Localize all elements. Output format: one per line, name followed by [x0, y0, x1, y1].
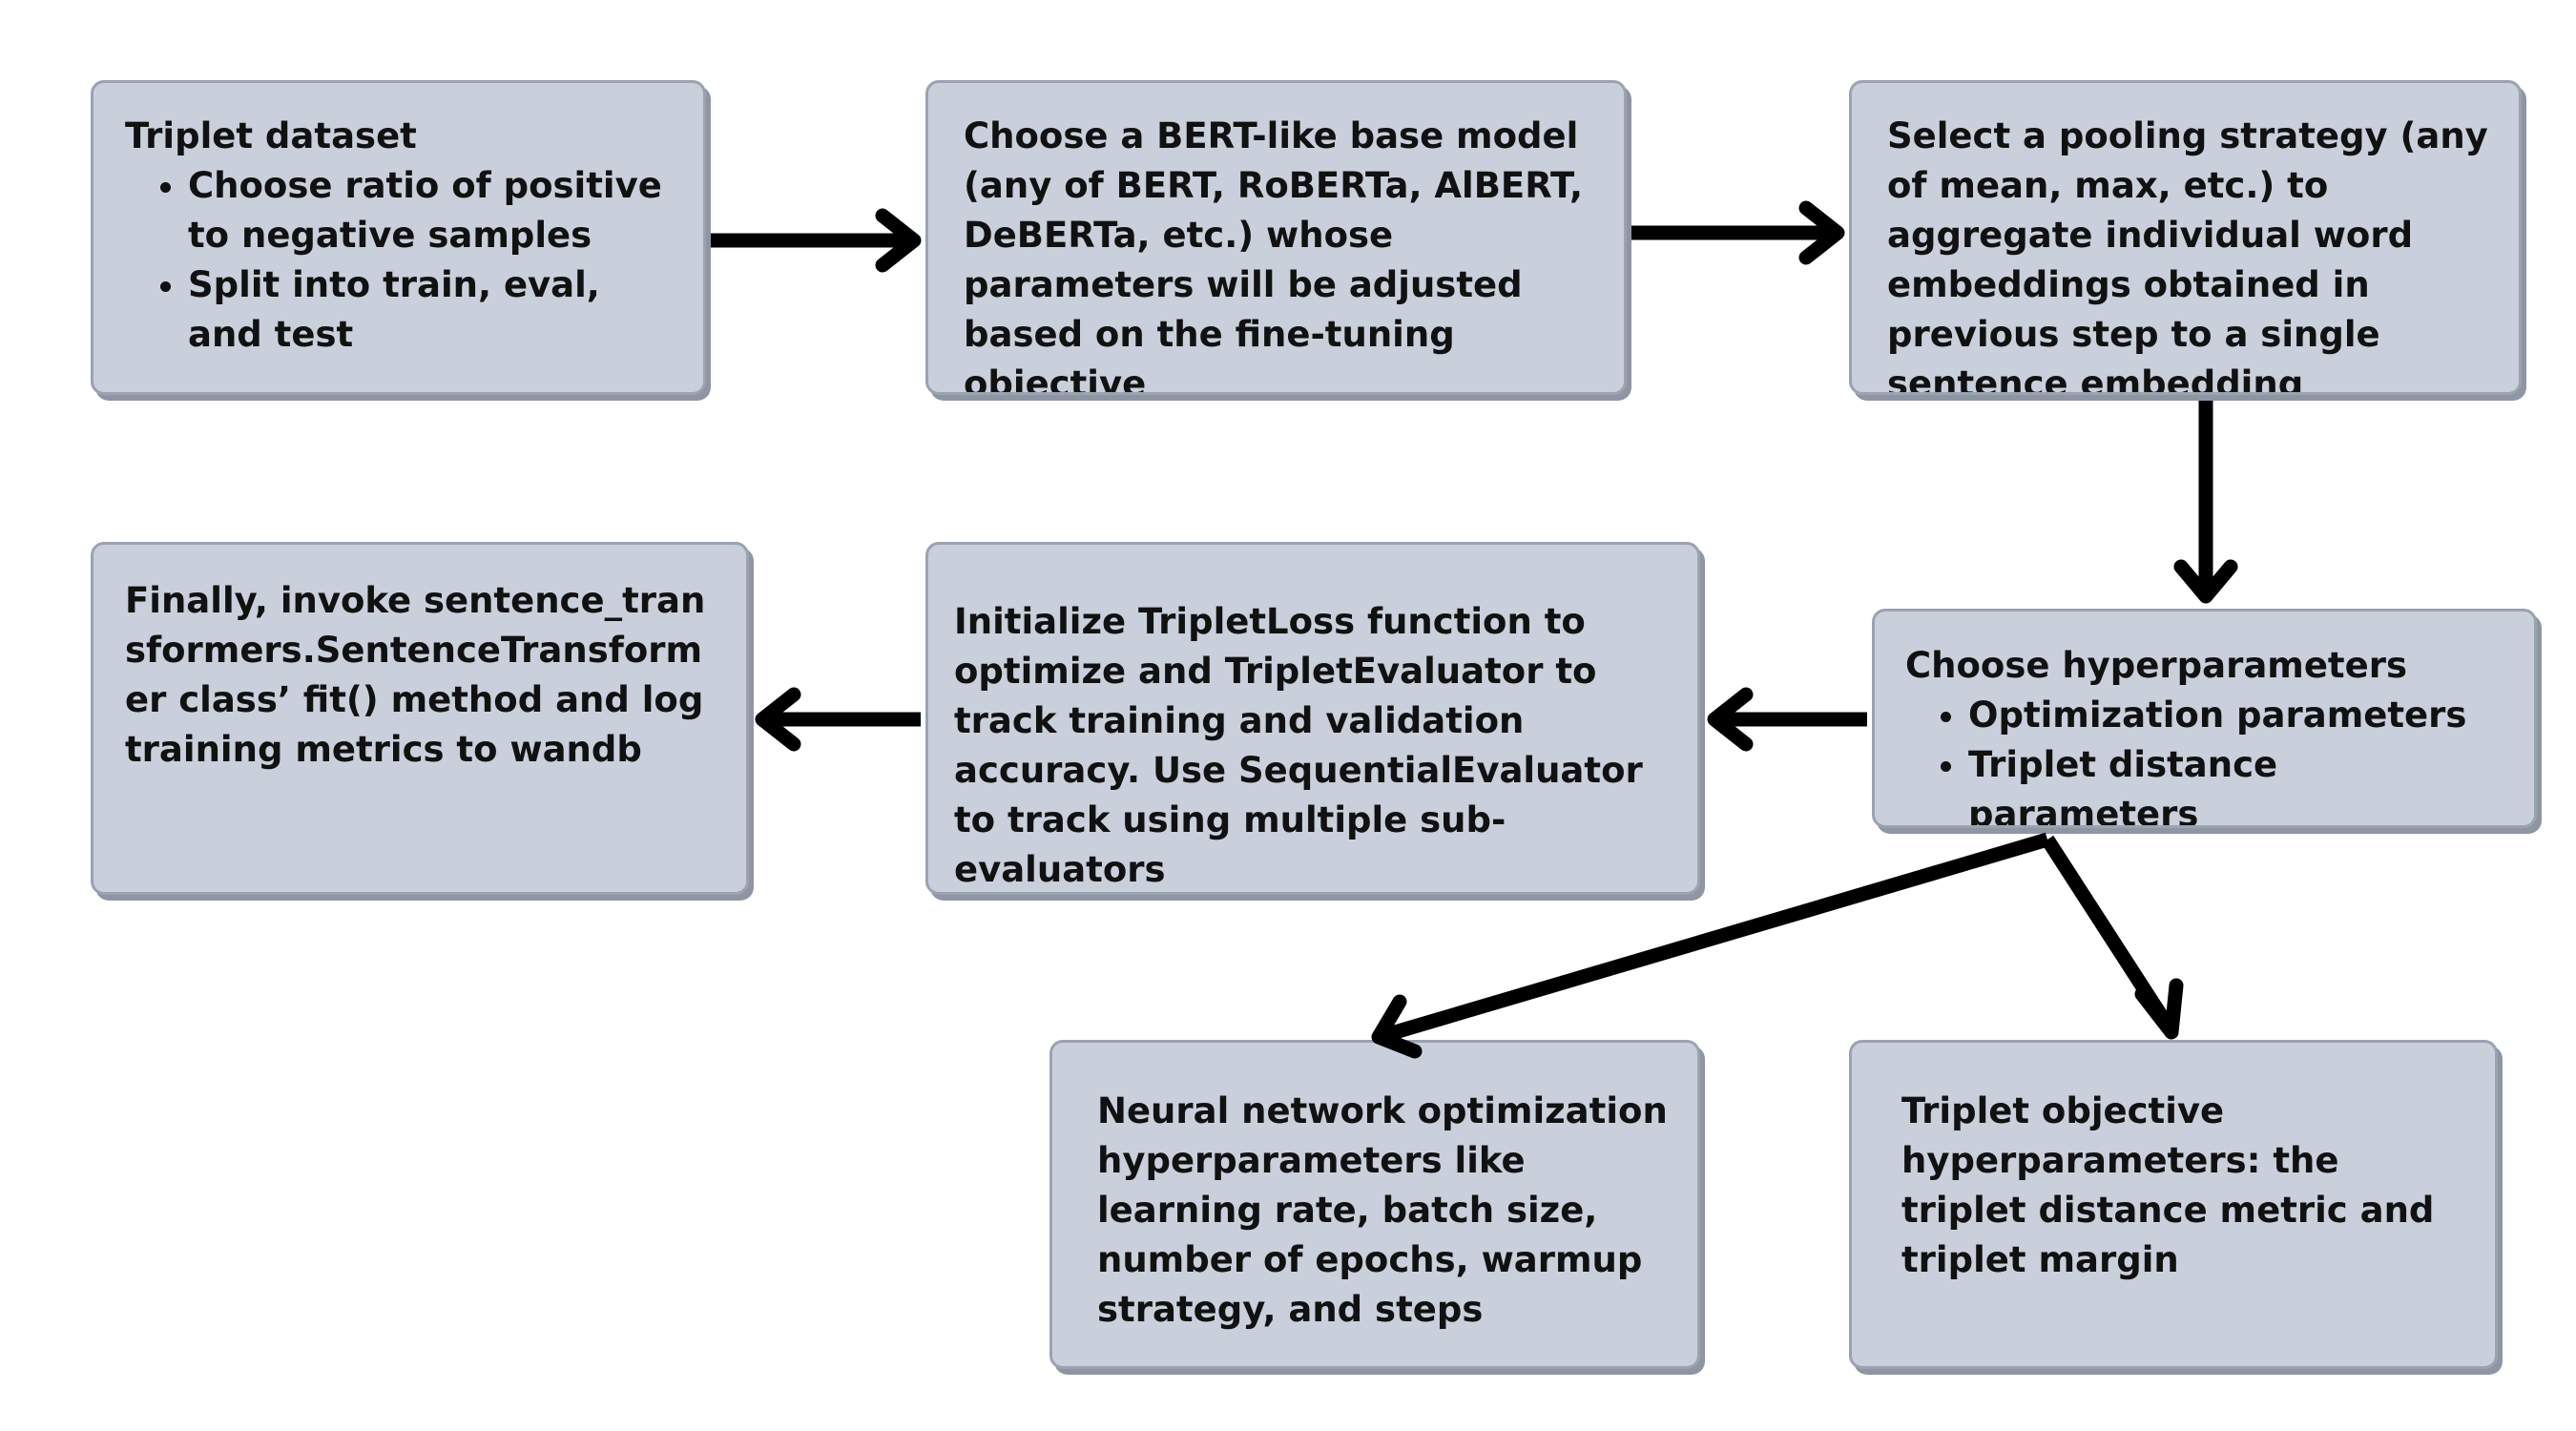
- hyperparameters-bullet-optimization: Optimization parameters: [1968, 691, 2515, 740]
- base-model-text: Choose a BERT-like base model (any of BE…: [964, 115, 1584, 395]
- nn-optimization-text: Neural network optimization hyperparamet…: [1097, 1090, 1668, 1330]
- hyperparameters-list: Optimization parameters Triplet distance…: [1905, 691, 2515, 825]
- triplet-dataset-title: Triplet dataset: [125, 115, 417, 156]
- fit-method-box: Finally, invoke sentence_transformers.Se…: [91, 542, 749, 895]
- pooling-strategy-box: Select a pooling strategy (any of mean, …: [1849, 80, 2522, 395]
- triplet-objective-box: Triplet objective hyperparameters: the t…: [1849, 1040, 2498, 1369]
- fit-method-text: Finally, invoke sentence_transformers.Se…: [125, 580, 706, 770]
- arrow-loss-evaluator-to-fit: [755, 687, 921, 752]
- loss-evaluator-box: Initialize TripletLoss function to optim…: [925, 542, 1700, 895]
- triplet-objective-text: Triplet objective hyperparameters: the t…: [1901, 1090, 2435, 1280]
- arrow-hyperparameters-to-triplet-objective: [2041, 835, 2184, 1040]
- nn-optimization-box: Neural network optimization hyperparamet…: [1049, 1040, 1700, 1369]
- pooling-strategy-text: Select a pooling strategy (any of mean, …: [1887, 115, 2488, 395]
- arrow-dataset-to-base-model: [711, 208, 922, 273]
- triplet-dataset-bullet-ratio: Choose ratio of positive to negative sam…: [188, 161, 675, 260]
- triplet-dataset-bullet-split: Split into train, eval, and test: [188, 260, 675, 360]
- base-model-box: Choose a BERT-like base model (any of BE…: [925, 80, 1627, 395]
- hyperparameters-bullet-triplet-distance: Triplet distance parameters: [1968, 740, 2515, 825]
- arrow-pooling-to-hyperparameters: [2173, 401, 2238, 604]
- hyperparameters-title: Choose hyperparameters: [1905, 645, 2407, 686]
- triplet-dataset-list: Choose ratio of positive to negative sam…: [125, 161, 675, 360]
- triplet-dataset-box: Triplet dataset Choose ratio of positive…: [91, 80, 706, 395]
- arrow-hyperparameters-to-loss-evaluator: [1707, 687, 1867, 752]
- hyperparameters-box: Choose hyperparameters Optimization para…: [1872, 609, 2537, 828]
- arrow-base-model-to-pooling: [1631, 200, 1845, 265]
- loss-evaluator-text: Initialize TripletLoss function to optim…: [954, 601, 1643, 890]
